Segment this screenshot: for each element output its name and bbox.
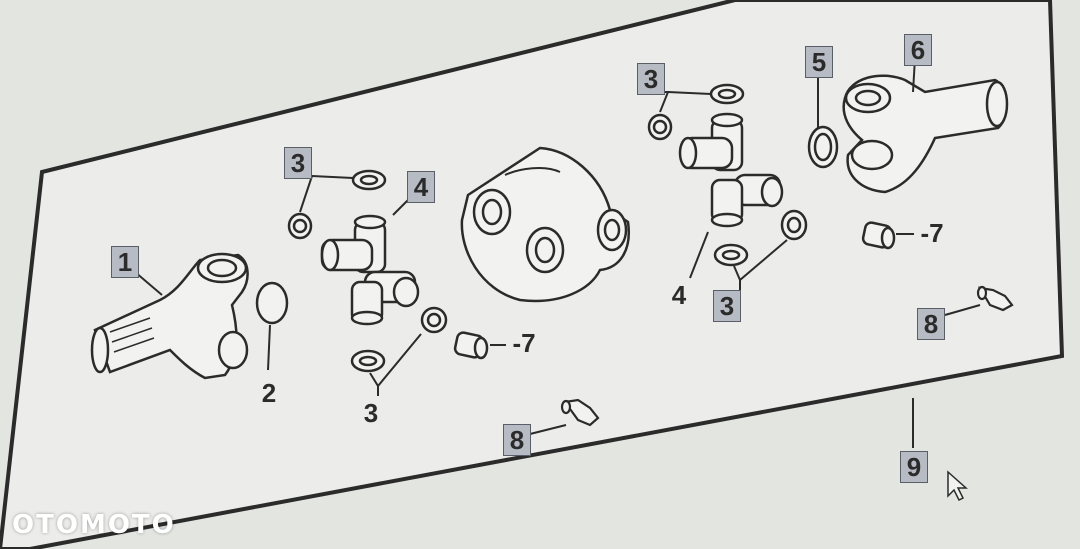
callout-label-9: 9 [900, 451, 928, 483]
yoke-part-6 [842, 57, 1009, 194]
mouse-pointer-icon [947, 470, 968, 502]
callout-label-5: 5 [805, 46, 833, 78]
seal-ring-part-5 [807, 77, 839, 169]
callout-label-3-top-right: 3 [637, 63, 665, 95]
callout-label-8-right: 8 [917, 308, 945, 340]
callout-label-3-top-left: 3 [284, 147, 312, 179]
otomoto-watermark: OTOMOTO [12, 510, 176, 540]
grease-fitting-left [529, 398, 600, 435]
callout-label-7-right: -7 [920, 218, 944, 248]
spider-cross-right [678, 112, 784, 279]
callout-label-4-right: 4 [671, 280, 687, 310]
callout-label-6: 6 [904, 34, 932, 66]
spider-cross-left [320, 197, 420, 326]
grease-fitting-right [944, 285, 1014, 316]
callout-label-3-bottom-right: 3 [713, 290, 741, 322]
callout-label-2: 2 [261, 378, 277, 408]
callout-label-7-left: -7 [512, 328, 536, 358]
callout-label-3-bottom-left: 3 [363, 398, 379, 428]
callout-label-8-left: 8 [503, 424, 531, 456]
seal-ring-part-2 [255, 281, 289, 371]
center-coupling [460, 146, 631, 303]
bearing-caps-left [287, 169, 448, 396]
leader-line-1 [134, 271, 163, 296]
bushing-right [861, 221, 914, 250]
callout-label-4-left: 4 [407, 171, 435, 203]
bushing-left [453, 331, 506, 360]
callout-label-1: 1 [111, 246, 139, 278]
yoke-part-1 [90, 252, 249, 380]
bearing-caps-right [647, 83, 808, 290]
